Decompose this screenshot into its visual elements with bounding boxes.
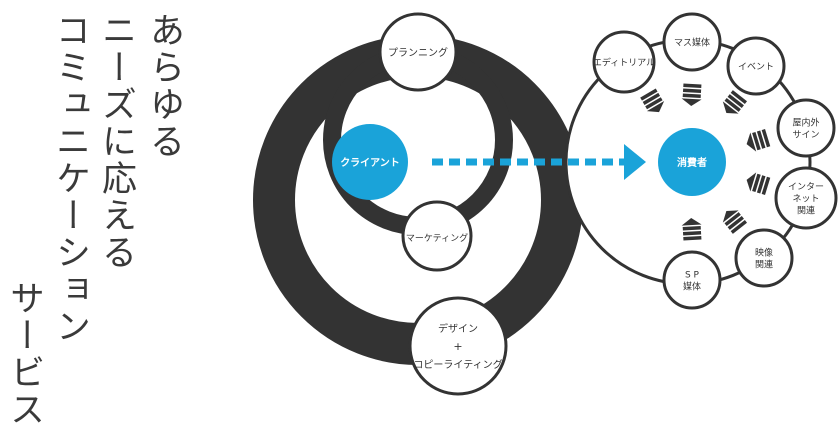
node-design-line2: コピーライティング	[413, 358, 502, 371]
headline-col-4: サービス	[4, 280, 44, 428]
node-consumer: 消費者	[658, 128, 726, 196]
chevron-arrow-video	[722, 210, 748, 234]
headline-col-1: あらゆる	[144, 12, 184, 160]
media-node-internet-label: ネット	[792, 193, 819, 204]
node-client: クライアント	[332, 124, 408, 200]
media-node-sp-media: S P媒体	[662, 250, 722, 310]
media-node-editorial-label: エディトリアル	[593, 56, 655, 68]
media-node-internet-label: インター	[788, 181, 824, 192]
media-node-sp-media-label: S P	[685, 270, 700, 280]
media-node-mass-media: マス媒体	[662, 12, 722, 72]
headline-col-2: ニーズに応える	[96, 12, 136, 271]
chevron-arrow-editorial	[640, 88, 665, 113]
media-node-video-label: 関連	[755, 258, 773, 270]
node-design-plus: +	[453, 340, 462, 353]
media-node-sp-media-label: 媒体	[683, 280, 701, 292]
node-planning-label: プランニング	[388, 46, 448, 59]
chevron-arrow-outdoor-sign	[746, 129, 771, 152]
outer-ring	[253, 35, 583, 365]
media-node-video-label: 映像	[755, 246, 773, 258]
node-consumer-label: 消費者	[677, 156, 707, 169]
media-node-event: イベント	[726, 36, 786, 96]
node-marketing: マーケティング	[401, 200, 473, 272]
chevron-arrow-internet	[746, 172, 771, 195]
media-node-outdoor-sign-label: 屋内外	[792, 116, 819, 128]
media-node-internet-label: 関連	[797, 204, 815, 216]
communication-diagram: プランニング マーケティング クライアント デザイン + コピーライティング 消…	[253, 12, 838, 396]
media-node-mass-media-label: マス媒体	[674, 36, 710, 48]
media-node-outdoor-sign-label: サイン	[792, 129, 819, 140]
headline-col-3: コミュニケーション	[50, 12, 90, 345]
chevron-arrow-sp-media	[681, 218, 702, 241]
media-node-event-label: イベント	[738, 62, 774, 72]
chevron-arrow-mass-media	[681, 83, 702, 106]
node-marketing-label: マーケティング	[406, 232, 468, 244]
node-design-line1: デザイン	[438, 322, 478, 335]
node-planning: プランニング	[378, 12, 458, 92]
node-client-label: クライアント	[340, 157, 400, 169]
node-design: デザイン + コピーライティング	[408, 296, 508, 396]
media-node-editorial: エディトリアル	[592, 30, 656, 94]
flow-arrow-head	[624, 144, 646, 180]
